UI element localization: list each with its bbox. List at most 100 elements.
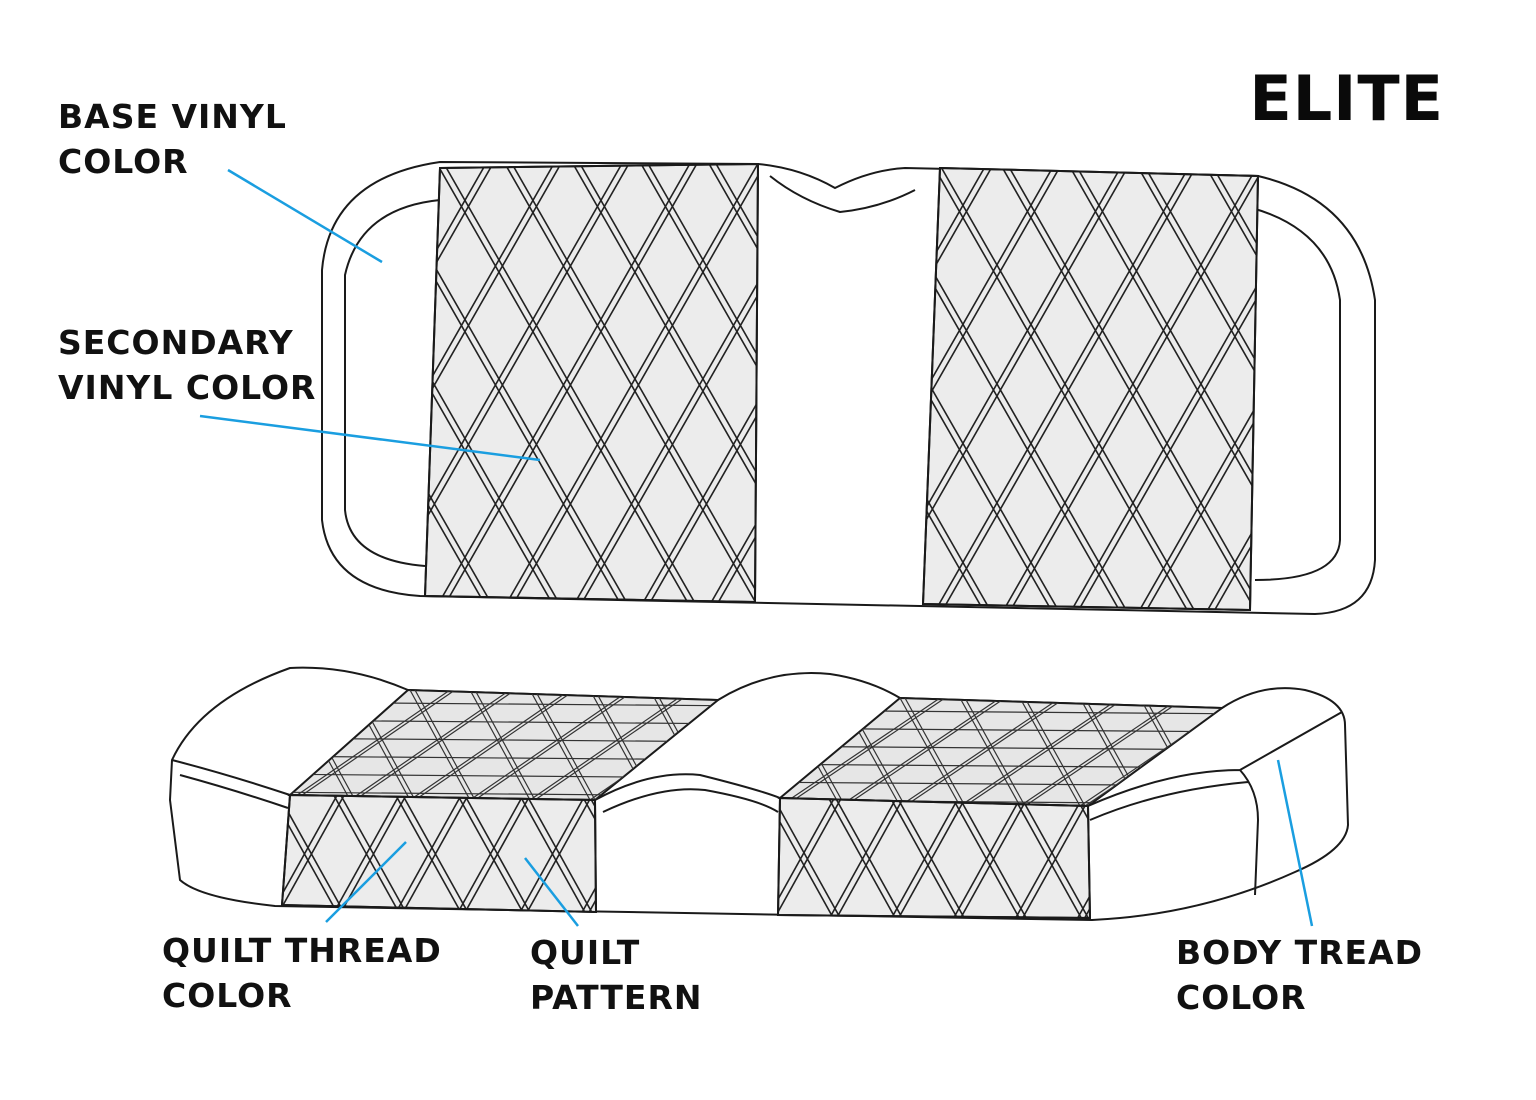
quilt-top-stitch-line — [964, 698, 1026, 806]
quilt-stitch-line — [1136, 168, 1258, 610]
quilt-stitch-line — [577, 164, 758, 602]
quilt-stitch-line — [425, 164, 564, 602]
quilt-top-stitch-line — [904, 698, 966, 806]
quilt-top-stitch-line — [899, 698, 961, 806]
quilt-stitch-line — [434, 164, 693, 602]
quilt-top-stitch-line — [1024, 698, 1086, 806]
quilt-stitch-line — [923, 168, 994, 610]
quilt-stitch-line — [638, 164, 758, 602]
quilt-top-stitch-line — [534, 690, 596, 800]
leader-line-base-vinyl — [227, 168, 383, 264]
quilt-stitch-line — [1204, 168, 1258, 610]
quilt-stitch-line — [1143, 168, 1258, 610]
quilt-stitch-line — [1019, 798, 1090, 918]
quilt-stitch-line — [1075, 168, 1258, 610]
quilt-top-stitch-line — [959, 698, 1121, 806]
quilt-stitch-line — [509, 164, 758, 602]
quilt-stitch-line — [392, 795, 465, 912]
quilt-top-stitch-line — [354, 690, 516, 800]
quilt-stitch-line — [1204, 168, 1258, 610]
leader-line-quilt-thread — [325, 841, 407, 923]
quilt-top-stitch-line — [784, 698, 946, 806]
quilt-top-stitch-line — [469, 690, 631, 800]
quilt-top-stitch-line — [529, 690, 591, 800]
label-quilt-pattern-line2: PATTERN — [530, 978, 703, 1017]
quilt-top-stitch-line — [409, 690, 471, 800]
quilt-stitch-line — [1074, 798, 1090, 918]
quilt-stitch-line — [833, 798, 906, 918]
quilt-top-stitch-line — [290, 690, 451, 800]
quilt-stitch-line — [706, 164, 758, 602]
quilt-stitch-line — [957, 798, 1030, 918]
quilt-stitch-line — [932, 168, 1191, 610]
quilt-top-stitch-line — [414, 690, 476, 800]
label-body-tread-line1: BODY TREAD — [1176, 933, 1423, 972]
quilt-stitch-line — [923, 168, 1062, 610]
quilt-top-stitch-line — [959, 698, 1021, 806]
quilt-top-stitch-line — [349, 690, 511, 800]
quilt-stitch-line — [1136, 168, 1258, 610]
quilt-stitch-line — [895, 798, 968, 918]
quilt-stitch-line — [502, 164, 758, 602]
label-quilt-thread-line1: QUILT THREAD — [162, 931, 442, 970]
quilt-stitch-line — [523, 795, 596, 912]
quilt-top-stitch-line — [964, 698, 1126, 806]
quilt-top-stitch-line — [474, 690, 536, 800]
seat-back-center-notch — [769, 175, 916, 214]
label-quilt-thread-line2: COLOR — [162, 976, 293, 1015]
quilt-stitch-line — [1074, 798, 1090, 918]
quilt-top-stitch-line — [469, 690, 531, 800]
quilt-stitch-line — [888, 798, 961, 918]
quilt-stitch-line — [778, 798, 844, 918]
secondary-vinyl-panel-right — [921, 166, 1260, 612]
quilt-top-stitch-line — [474, 690, 636, 800]
quilt-top-stitch-line — [529, 690, 691, 800]
quilt-top-stitch-line — [904, 698, 1066, 806]
quilt-stitch-line — [923, 168, 1123, 610]
quilt-stitch-line — [425, 164, 489, 602]
seat-back-inner-right — [1251, 207, 1341, 581]
quilt-top-stitch-line — [844, 698, 1006, 806]
quilt-stitch-line — [425, 164, 489, 602]
leader-line-quilt-pattern — [524, 857, 579, 927]
quilt-top-stitch-line — [839, 698, 1001, 806]
quilt-top-stitch-line — [899, 698, 1061, 806]
quilt-stitch-line — [706, 164, 758, 602]
quilt-stitch-line — [923, 168, 1130, 610]
secondary-vinyl-panel-left — [423, 162, 760, 604]
quilt-stitch-line — [330, 795, 403, 912]
quilt-front-panel-left — [280, 793, 598, 914]
quilt-stitch-line — [923, 168, 987, 610]
quilt-stitch-line — [1000, 168, 1258, 610]
quilt-stitch-line — [923, 168, 994, 610]
quilt-stitch-line — [425, 164, 496, 602]
quilt-top-stitch-line — [1019, 698, 1181, 806]
quilt-stitch-line — [1007, 168, 1258, 610]
quilt-stitch-line — [425, 164, 625, 602]
diagram-title: ELITE — [1249, 62, 1444, 135]
quilt-stitch-line — [939, 168, 1198, 610]
label-base-vinyl-line2: COLOR — [58, 142, 189, 181]
label-secondary-vinyl-line2: VINYL COLOR — [58, 368, 317, 407]
quilt-stitch-line — [441, 164, 700, 602]
quilt-stitch-line — [461, 795, 534, 912]
cushion-right-bolster — [1087, 711, 1343, 896]
leader-line-body-tread — [1276, 759, 1314, 927]
label-quilt-pattern-line1: QUILT — [530, 933, 641, 972]
quilt-stitch-line — [645, 164, 758, 602]
quilt-stitch-line — [1211, 168, 1258, 610]
quilt-front-panel-right — [776, 796, 1092, 920]
cushion-left-bolster — [171, 759, 291, 809]
quilt-stitch-line — [1012, 798, 1085, 918]
label-quilt-thread-color: QUILT THREAD COLOR — [162, 928, 442, 1018]
quilt-stitch-line — [826, 798, 899, 918]
quilt-top-stitch-line — [1019, 698, 1081, 806]
quilt-stitch-line — [923, 168, 987, 610]
label-quilt-pattern: QUILT PATTERN — [530, 930, 702, 1020]
quilt-top-stitch-line — [414, 690, 576, 800]
quilt-stitch-line — [645, 164, 758, 602]
seat-back-inner-left — [344, 199, 441, 567]
quilt-top-stitch-line — [534, 690, 696, 800]
quilt-stitch-line — [516, 795, 589, 912]
